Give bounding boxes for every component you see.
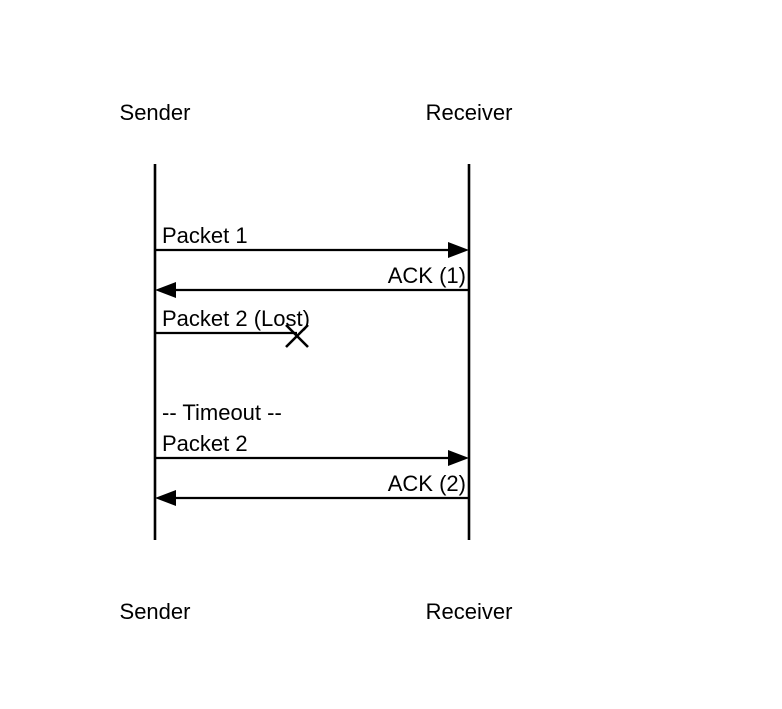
- message-label-packet-1: Packet 1: [162, 223, 248, 248]
- arrowhead-left-ack-1: [155, 282, 176, 298]
- message-ack-1: ACK (1): [155, 263, 469, 298]
- message-ack-2: ACK (2): [155, 471, 469, 506]
- message-label-packet-2-lost: Packet 2 (Lost): [162, 306, 310, 331]
- message-label-ack-1: ACK (1): [388, 263, 466, 288]
- participant-header-receiver: Receiver: [426, 100, 513, 125]
- packet-loss-x-icon: [285, 324, 309, 348]
- arrowhead-left-ack-2: [155, 490, 176, 506]
- timeout-note-label: -- Timeout --: [162, 400, 282, 425]
- arrowhead-right-packet-1: [448, 242, 469, 258]
- participant-header-sender: Sender: [120, 100, 191, 125]
- message-packet-2-retransmit: Packet 2: [155, 431, 469, 466]
- message-label-packet-2-retransmit: Packet 2: [162, 431, 248, 456]
- participant-footer-sender: Sender: [120, 599, 191, 624]
- message-label-ack-2: ACK (2): [388, 471, 466, 496]
- participant-footer-receiver: Receiver: [426, 599, 513, 624]
- arrowhead-right-packet-2-retransmit: [448, 450, 469, 466]
- message-packet-2-lost: Packet 2 (Lost): [155, 306, 310, 348]
- message-packet-1: Packet 1: [155, 223, 469, 258]
